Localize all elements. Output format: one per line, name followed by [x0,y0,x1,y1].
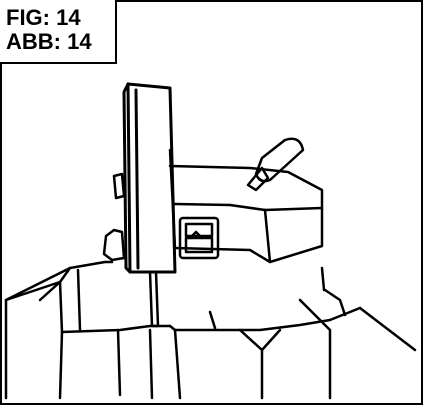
blade-guard [122,82,177,274]
saw-table [4,260,417,400]
motor-housing [168,148,324,264]
figure-label-box: FIG: 14 ABB: 14 [0,0,117,64]
saw-blade-tip [148,270,160,328]
figure-number: FIG: 14 [6,5,81,30]
power-switch [178,216,220,260]
abbildung-number: ABB: 14 [6,29,92,54]
handle [246,137,305,192]
adjustment-knob [102,172,126,262]
